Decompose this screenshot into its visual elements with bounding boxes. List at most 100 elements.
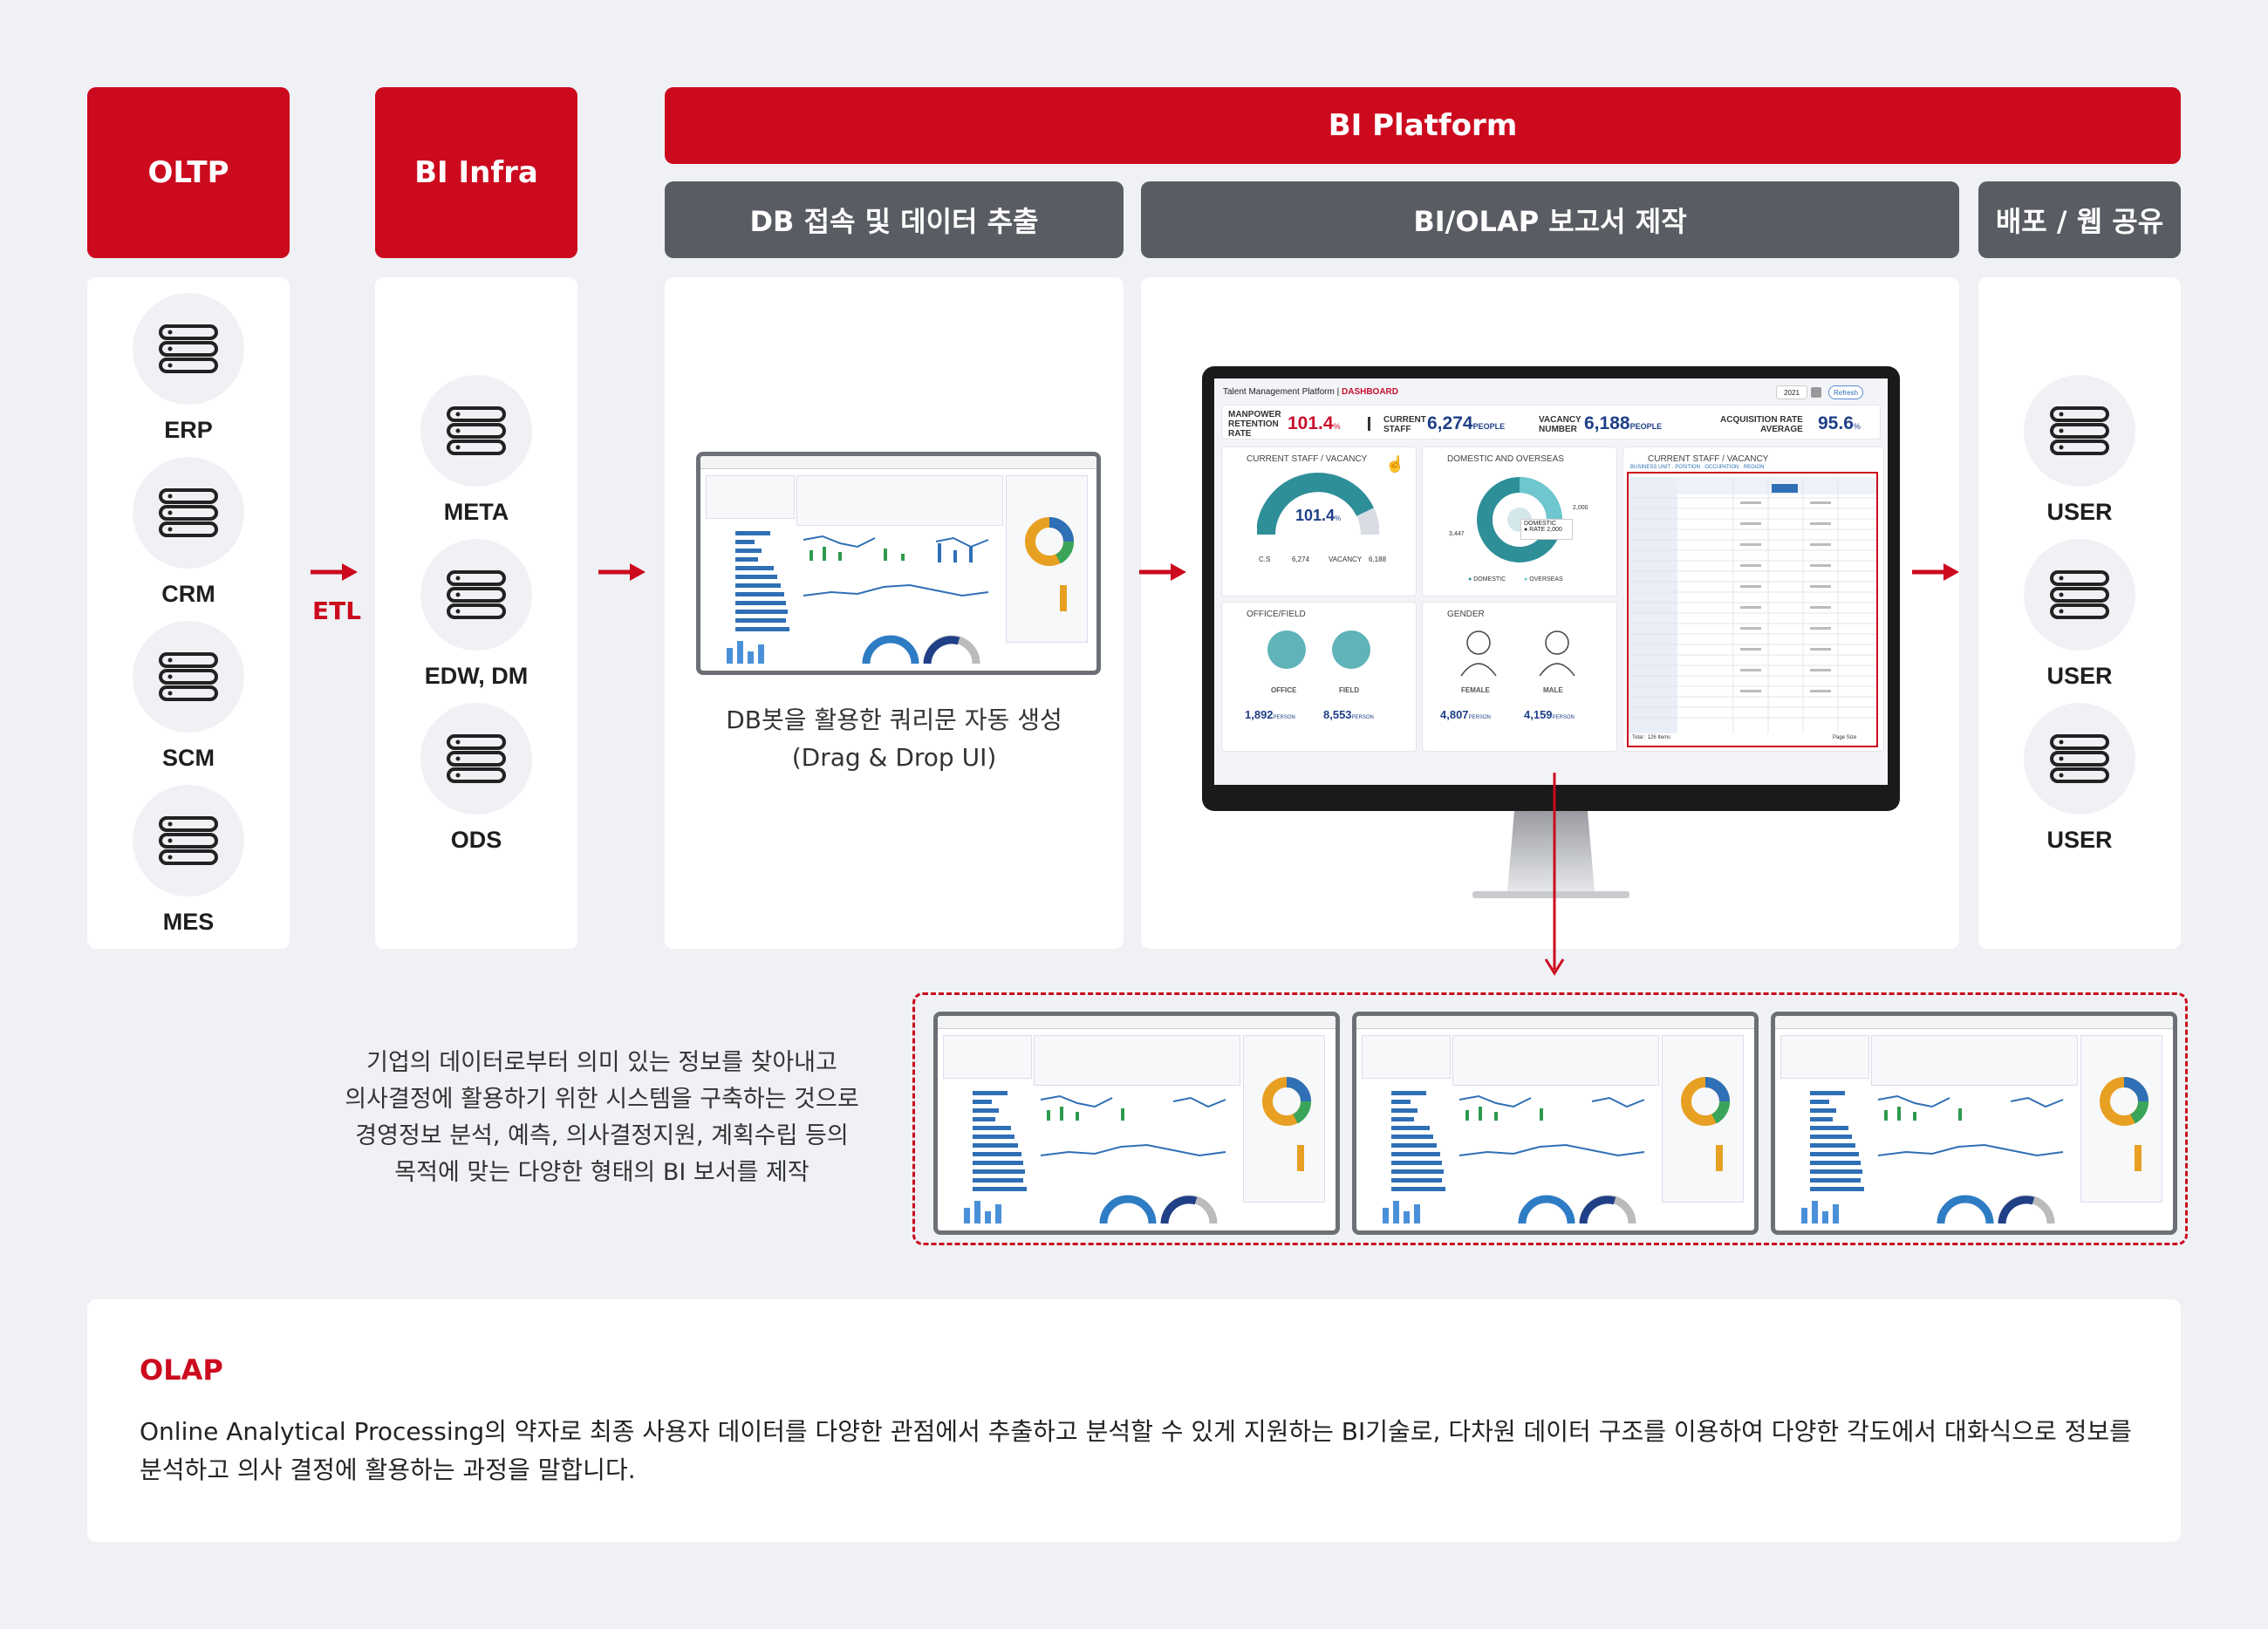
male-number: 4,159 (1524, 708, 1553, 721)
office-unit: PERSON (1273, 715, 1295, 720)
oltp-header-label: OLTP (147, 155, 229, 190)
refresh-button[interactable]: Refresh (1828, 385, 1863, 399)
staff-table-card: CURRENT STAFF / VACANCY BUSINESS UNIT · … (1622, 446, 1884, 752)
legend-overseas: ● OVERSEAS (1524, 576, 1563, 583)
kpi-staff-value: 6,274PEOPLE (1427, 413, 1505, 434)
domestic-left-value: 3,447 (1449, 531, 1465, 537)
gauge-value: 101.4% (1295, 507, 1341, 525)
database-icon (133, 293, 244, 405)
filter-occupation[interactable]: OCCUPATION (1704, 465, 1739, 470)
monitor: Talent Management Platform | DASHBOARD 2… (1202, 366, 1900, 811)
gauge-unit: % (1335, 515, 1342, 522)
olap-description: Online Analytical Processing의 약자로 최종 사용자… (140, 1417, 2132, 1484)
etl-label: ETL (312, 596, 362, 625)
user-label: USER (2046, 499, 2113, 525)
database-icon (2024, 539, 2135, 651)
bi-description: 기업의 데이터로부터 의미 있는 정보를 찾아내고 의사결정에 활용하기 위한 … (288, 1045, 916, 1191)
filter-position[interactable]: POSITION (1675, 465, 1700, 470)
oltp-node-label: ERP (164, 417, 213, 443)
gender-icons (1460, 630, 1575, 677)
oltp-node-erp: ERP (101, 293, 276, 444)
domestic-right-value: 2,000 (1573, 505, 1588, 511)
kpi-label-line: RATE (1228, 429, 1252, 439)
kpi-label-line: ACQUISITION RATE (1720, 415, 1803, 425)
oltp-node-mes: MES (101, 785, 276, 936)
olap-box: OLAP Online Analytical Processing의 약자로 최… (87, 1299, 2181, 1542)
kpi-label-line: NUMBER (1539, 425, 1577, 434)
infra-node-ods: ODS (389, 703, 564, 854)
oltp-panel: ERP CRM SCM MES (87, 277, 290, 949)
female-number: 4,807 (1440, 708, 1469, 721)
card-title: GENDER (1447, 610, 1485, 619)
etl-arrow-icon (311, 563, 358, 581)
refresh-button-label: Refresh (1833, 389, 1858, 397)
infra-node-label: META (443, 499, 509, 525)
arrow-right-icon (1139, 563, 1186, 581)
hand-cursor-icon: ☝ (1385, 455, 1405, 473)
female-value: 4,807PERSON (1440, 707, 1491, 723)
database-icon (420, 539, 532, 651)
report-thumbnail (933, 1012, 1340, 1235)
kpi-value: 101.4 (1288, 413, 1334, 433)
female-unit: PERSON (1468, 715, 1491, 720)
calendar-icon[interactable] (1811, 387, 1821, 398)
kpi-acq-value: 95.6% (1818, 413, 1861, 434)
office-number: 1,892 (1245, 708, 1274, 721)
kpi-label-line: CURRENT (1383, 415, 1426, 425)
female-label: FEMALE (1461, 686, 1490, 694)
table-page-size[interactable]: Page Size (1833, 735, 1857, 740)
card-title: CURRENT STAFF / VACANCY (1247, 454, 1368, 464)
filter-business-unit[interactable]: BUSINESS UNIT (1630, 465, 1670, 470)
card-title: OFFICE/FIELD (1247, 610, 1306, 619)
table-filters: BUSINESS UNIT · POSITION · OCCUPATION · … (1630, 465, 1765, 470)
kpi-label-line: AVERAGE (1760, 425, 1803, 434)
bi-platform-header-label: BI Platform (1328, 108, 1518, 143)
kpi-retention-value: 101.4% (1288, 413, 1341, 434)
infra-node-label: ODS (450, 827, 502, 853)
field-icon (1332, 630, 1370, 669)
gauge-number: 101.4 (1295, 507, 1336, 524)
user-node: USER (1992, 703, 2167, 854)
dashboard-title: Talent Management Platform | DASHBOARD (1223, 387, 1398, 397)
domestic-overseas-card: DOMESTIC AND OVERSEAS 3,447 2,000 DOMEST… (1422, 446, 1617, 596)
bi-olap-panel: Talent Management Platform | DASHBOARD 2… (1141, 277, 1959, 949)
oltp-node-scm: SCM (101, 621, 276, 772)
filter-region[interactable]: REGION (1743, 465, 1765, 470)
tooltip-label: DOMESTIC (1524, 521, 1556, 527)
kpi-label-line: MANPOWER (1228, 410, 1281, 419)
arrow-right-icon (598, 563, 646, 581)
oltp-node-label: CRM (161, 581, 215, 607)
db-extract-header-label: DB 접속 및 데이터 추출 (749, 205, 1039, 238)
card-title: CURRENT STAFF / VACANCY (1648, 454, 1769, 464)
kpi-value: 95.6 (1818, 413, 1854, 433)
year-select[interactable]: 2021 (1776, 385, 1807, 399)
database-icon (2024, 375, 2135, 487)
dashboard-title-prefix: Talent Management Platform | (1223, 387, 1342, 397)
table-highlight (1627, 472, 1878, 747)
user-node: USER (1992, 539, 2167, 690)
legend-overseas-label: OVERSEAS (1529, 576, 1563, 583)
cs-value: 6,274 (1292, 555, 1310, 563)
database-icon (133, 621, 244, 733)
user-label: USER (2046, 663, 2113, 689)
kpi-vacancy-value: 6,188PEOPLE (1584, 413, 1662, 434)
pivot-table (1629, 477, 1876, 733)
database-icon (420, 703, 532, 814)
kpi-divider (1368, 417, 1370, 431)
cs-label: C.S (1259, 555, 1271, 563)
office-label: OFFICE (1271, 686, 1297, 694)
kpi-unit: PEOPLE (1629, 422, 1663, 431)
database-icon (133, 457, 244, 569)
bi-olap-header-label: BI/OLAP 보고서 제작 (1413, 205, 1687, 238)
bi-description-line: 목적에 맞는 다양한 형태의 BI 보서를 제작 (394, 1159, 810, 1186)
legend-domestic-label: DOMESTIC (1473, 576, 1506, 583)
office-field-card: OFFICE/FIELD OFFICE FIELD 1,892PERSON 8,… (1221, 602, 1417, 752)
infra-node-meta: META (389, 375, 564, 526)
male-unit: PERSON (1552, 715, 1575, 720)
oltp-node-label: SCM (162, 745, 215, 771)
report-gallery (912, 992, 2188, 1245)
kpi-label-line: RETENTION (1228, 419, 1279, 429)
